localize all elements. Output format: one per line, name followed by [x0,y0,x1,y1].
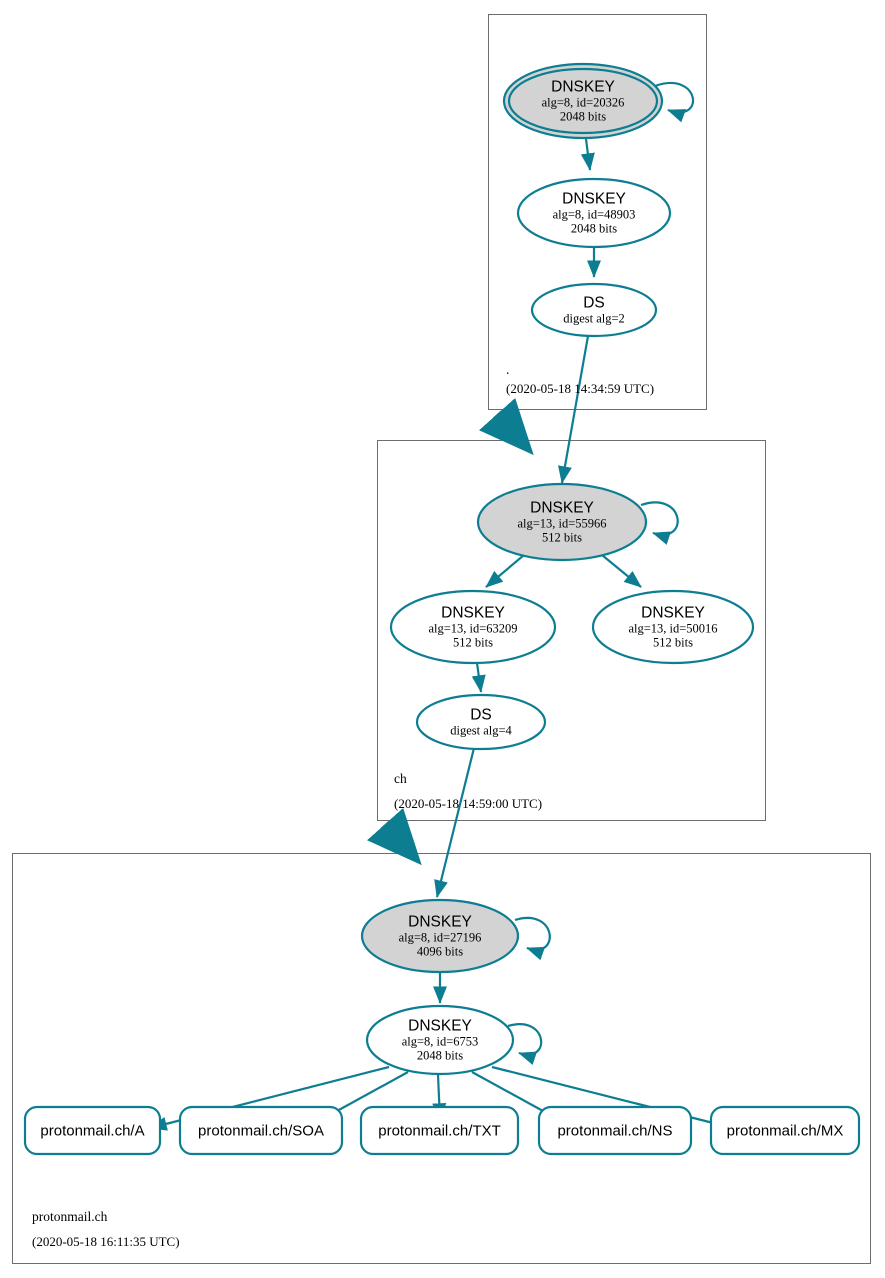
edge-ch-ds-delegates-protonmail-dnskey [434,747,476,898]
node-protonmail-ksk-dnskey[interactable] [360,898,520,974]
edge-root-ds-delegates-ch-dnskey [557,335,590,484]
node-ch-ksk-dnskey[interactable] [476,482,648,562]
edge-root-ksk-self-signature [654,82,695,123]
zone-connector-ch-to-protonmail [367,807,422,866]
rrset-box-mx[interactable] [709,1105,861,1156]
rrset-box-a[interactable] [23,1105,162,1156]
zone-label-ch-name: ch [394,771,407,786]
edge-ch-zsk-signs-ds [471,662,486,693]
rrset-box-soa[interactable] [178,1105,344,1156]
node-root-ds[interactable] [530,282,658,338]
edge-ch-ksk-signs-zsk-63209 [485,554,525,588]
edge-root-ksk-signs-root-zsk [580,138,595,171]
node-ch-zsk-63209-dnskey[interactable] [389,589,557,665]
zone-label-ch-timestamp: (2020-05-18 14:59:00 UTC) [394,796,543,811]
edge-ch-ksk-signs-zsk-50016 [601,554,642,588]
zone-box-root [488,14,707,410]
node-root-ksk-dnskey[interactable] [502,62,664,140]
rrset-box-txt[interactable] [359,1105,520,1156]
node-root-zsk-dnskey[interactable] [516,177,672,249]
node-protonmail-zsk-dnskey[interactable] [365,1004,515,1076]
rrset-box-ns[interactable] [537,1105,693,1156]
zone-label-protonmail-name: protonmail.ch [32,1209,108,1224]
edge-ch-ksk-self-signature [640,501,679,545]
zone-box-protonmail [12,853,871,1264]
zone-box-ch [377,440,766,821]
edge-protonmail-zsk-self-signature [507,1023,543,1065]
zone-label-root-name: . [506,362,510,377]
zone-connector-root-to-ch [479,397,534,456]
edge-protonmail-ksk-self-signature [514,916,551,961]
node-ch-zsk-50016-dnskey[interactable] [591,589,755,665]
node-ch-ds[interactable] [415,693,547,751]
zone-label-root-timestamp: (2020-05-18 14:34:59 UTC) [506,381,655,396]
edge-protonmail-zsk-signs-rrset-mx [491,1065,734,1131]
zone-label-protonmail-timestamp: (2020-05-18 16:11:35 UTC) [32,1234,180,1249]
